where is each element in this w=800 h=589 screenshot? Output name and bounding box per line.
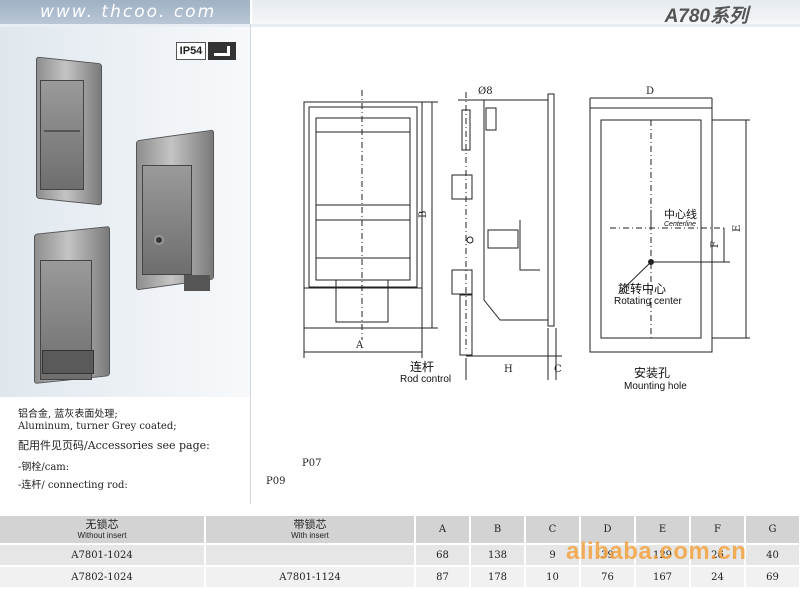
cell-a: 68 bbox=[415, 544, 471, 567]
rotating-center-label-en: Rotating center bbox=[614, 296, 682, 307]
front-dim-b: B bbox=[418, 211, 429, 218]
hole-dim-d: D bbox=[646, 86, 654, 97]
col-d: D bbox=[580, 516, 636, 545]
cell-f: 26 bbox=[690, 544, 746, 567]
rotating-center-label-cn: 旋转中心 bbox=[618, 282, 667, 296]
product-photo-lock-2 bbox=[130, 129, 220, 295]
cell-without: A7802-1024 bbox=[0, 566, 206, 589]
cell-with bbox=[205, 544, 416, 567]
centerline-label-cn: 中心线 bbox=[664, 208, 697, 221]
table-row: A7802-1024 A7801-1124 87 178 10 76 167 2… bbox=[0, 566, 800, 589]
ip-rating-badge: IP54 bbox=[176, 42, 206, 60]
product-photo-lock-1 bbox=[30, 56, 105, 210]
mounting-hole-label-cn: 安装孔 bbox=[634, 366, 671, 380]
side-dim-c: C bbox=[554, 364, 562, 375]
rod-page-ref: P09 bbox=[266, 476, 286, 487]
section-divider bbox=[250, 24, 251, 504]
cell-c: 9 bbox=[525, 544, 581, 567]
cell-with: A7801-1124 bbox=[205, 566, 416, 589]
site-url: www. thcoo. com bbox=[40, 2, 217, 22]
col-b: B bbox=[470, 516, 526, 545]
cell-d: 39 bbox=[580, 544, 636, 567]
hole-dim-e: E bbox=[732, 225, 743, 232]
desc-material-en: Aluminum, turner Grey coated; bbox=[18, 421, 177, 432]
header-bar: www. thcoo. com A780系列 bbox=[0, 0, 800, 27]
cell-f: 24 bbox=[690, 566, 746, 589]
cell-c: 10 bbox=[525, 566, 581, 589]
technical-drawing: A B Ø8 H C D E F bbox=[303, 86, 750, 380]
col-e: E bbox=[635, 516, 691, 545]
rod-label-cn: 连杆 bbox=[410, 360, 435, 374]
cell-b: 178 bbox=[470, 566, 526, 589]
mounting-hole-view bbox=[589, 97, 750, 353]
col-g: G bbox=[745, 516, 800, 545]
centerline-label-en: Centerline bbox=[664, 221, 696, 228]
hole-dim-f: F bbox=[710, 241, 721, 248]
mounting-hole-label-en: Mounting hole bbox=[624, 381, 687, 392]
step-mounting-icon bbox=[208, 42, 236, 60]
front-dim-a: A bbox=[355, 340, 364, 351]
side-dim-h: H bbox=[504, 364, 513, 375]
series-title: A780系列 bbox=[664, 6, 748, 27]
col-c: C bbox=[525, 516, 581, 545]
cell-b: 138 bbox=[470, 544, 526, 567]
table-row: A7801-1024 68 138 9 39 129 26 40 bbox=[0, 544, 800, 567]
desc-rod: -连杆/ connecting rod: bbox=[18, 480, 128, 491]
cell-g: 69 bbox=[745, 566, 800, 589]
cell-d: 76 bbox=[580, 566, 636, 589]
header-divider bbox=[0, 24, 800, 27]
cell-e: 129 bbox=[635, 544, 691, 567]
cell-without: A7801-1024 bbox=[0, 544, 206, 567]
col-f: F bbox=[690, 516, 746, 545]
cam-page-ref: P07 bbox=[302, 458, 322, 469]
header-left: www. thcoo. com bbox=[0, 0, 250, 24]
desc-cam: -钢栓/cam: bbox=[18, 462, 70, 473]
cell-e: 167 bbox=[635, 566, 691, 589]
rod-label-en: Rod control bbox=[400, 374, 452, 385]
desc-material-cn: 铝合金, 蓝灰表面处理; bbox=[18, 409, 118, 420]
cell-g: 40 bbox=[745, 544, 800, 567]
desc-accessories: 配用件见页码/Accessories see page: bbox=[18, 439, 210, 452]
watermark: alibaba.com.cn bbox=[566, 538, 747, 565]
side-dim-dia: Ø8 bbox=[478, 86, 493, 97]
product-photo-lock-3 bbox=[30, 226, 115, 390]
side-view bbox=[451, 92, 562, 380]
front-view bbox=[303, 90, 438, 358]
cell-a: 87 bbox=[415, 566, 471, 589]
header-right: A780系列 bbox=[250, 0, 800, 27]
col-a: A bbox=[415, 516, 471, 545]
